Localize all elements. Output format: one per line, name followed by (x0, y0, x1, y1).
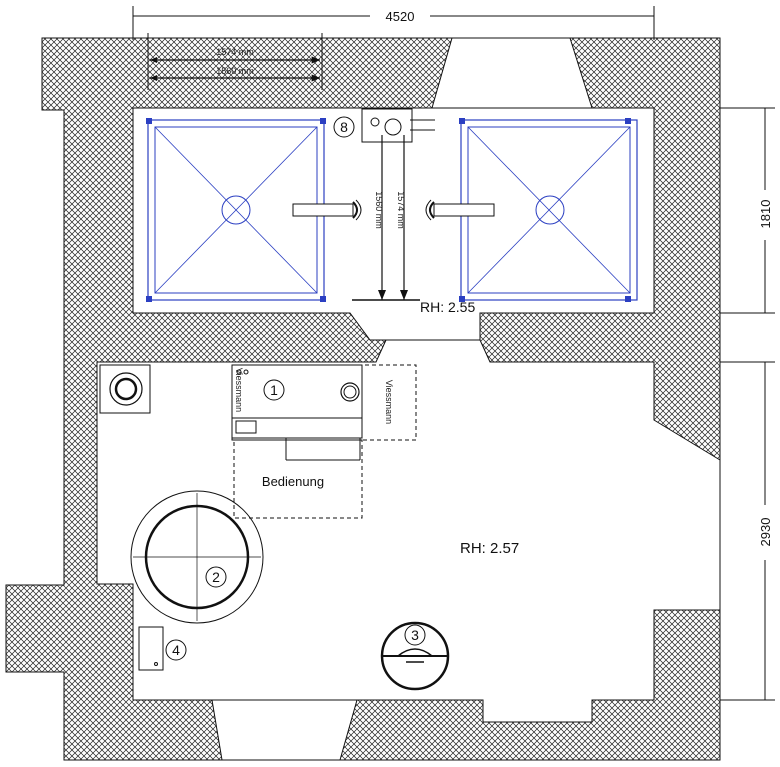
bottom-notch (211, 699, 358, 761)
lower-room (96, 339, 721, 723)
top-notch (431, 37, 593, 109)
service-area-label: Bedienung (262, 474, 324, 489)
dim-lower-depth-label: 2930 (758, 518, 773, 547)
dimension-lower-depth: 2930 (720, 361, 775, 701)
drain-3: 3 (380, 621, 450, 691)
dim-tank-height-2: 1574 mm (396, 191, 406, 229)
cabinet-number-label: 4 (172, 642, 180, 658)
service-area: Bedienung (233, 439, 363, 519)
tank-length-dimensions: 1574 mm 1560 mm (147, 33, 323, 90)
boiler-brand-side: Viessmann (384, 380, 394, 424)
upper-room-height: RH: 2.55 (420, 299, 475, 315)
dimension-total-width: 4520 (132, 6, 655, 40)
dim-tank-length-2: 1560 mm (216, 66, 254, 76)
boiler-brand-front: Viessmann (234, 368, 244, 412)
boiler-1: Viessmann Viessmann 1 (231, 364, 417, 461)
storage-tank-right (425, 118, 638, 302)
cabinet-4: 4 (138, 626, 187, 671)
pump-unit-8: 8 (333, 108, 435, 143)
chimney (99, 364, 151, 414)
upper-room (132, 107, 655, 341)
dimension-upper-depth: 1810 (720, 107, 775, 314)
tank-number-label: 2 (212, 569, 220, 585)
boiler-number-label: 1 (270, 382, 278, 398)
lower-room-height: RH: 2.57 (460, 540, 519, 557)
drain-number-label: 3 (411, 627, 419, 643)
dim-total-width-label: 4520 (386, 9, 415, 24)
pump-number-label: 8 (340, 119, 348, 135)
dim-upper-depth-label: 1810 (758, 200, 773, 229)
tank-2: 2 (130, 490, 264, 624)
dim-tank-height-1: 1560 mm (374, 191, 384, 229)
storage-tank-left (146, 118, 362, 302)
dim-tank-length-1: 1574 mm (216, 47, 254, 57)
tank-height-dimensions: 1560 mm 1574 mm (352, 135, 420, 301)
